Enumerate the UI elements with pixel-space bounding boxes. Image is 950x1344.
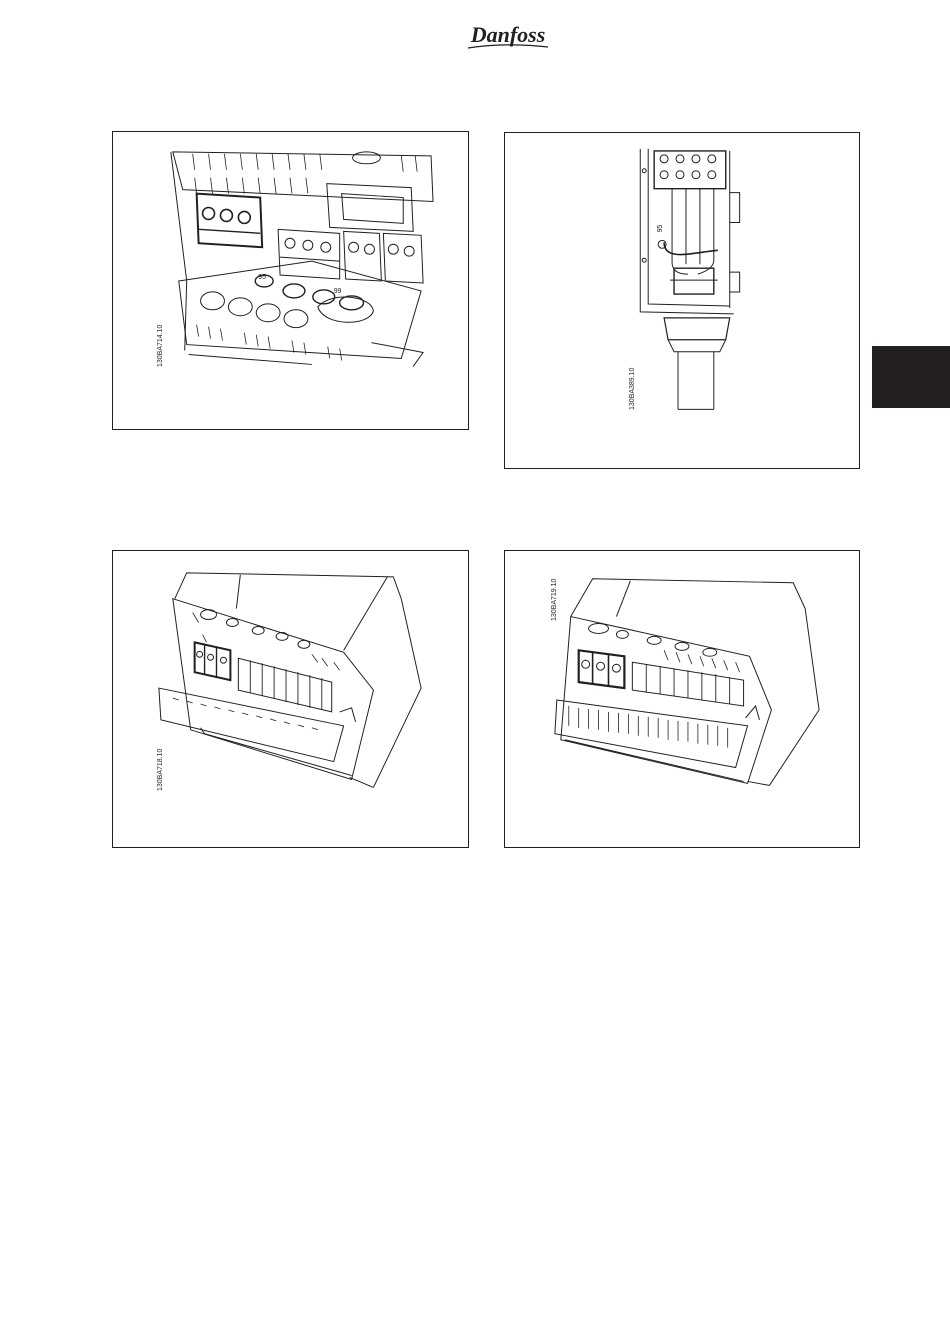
figure-4-illustration [505,551,859,847]
figure-1: 95 99 130BA714.10 [112,131,469,430]
figure-3-illustration [113,551,468,847]
figure-2: 95 130BA389.10 [504,132,860,469]
terminal-label-95: 95 [657,225,664,233]
figure-1-illustration: 95 99 [113,132,468,429]
terminal-label-95: 95 [258,274,266,281]
figure-2-code: 130BA389.10 [629,368,636,410]
figure-1-code: 130BA714.10 [157,325,164,367]
danfoss-logo-mark: Danfoss [462,18,554,52]
figure-4: 130BA719.10 [504,550,860,848]
figure-3: 130BA718.10 [112,550,469,848]
terminal-label-99: 99 [334,288,342,295]
section-tab [872,346,950,408]
figure-3-code: 130BA718.10 [157,749,164,791]
figure-2-illustration: 95 [505,133,859,468]
figure-4-code: 130BA719.10 [551,579,558,621]
danfoss-logo: Danfoss [462,18,554,52]
logo-wordmark: Danfoss [470,22,546,47]
